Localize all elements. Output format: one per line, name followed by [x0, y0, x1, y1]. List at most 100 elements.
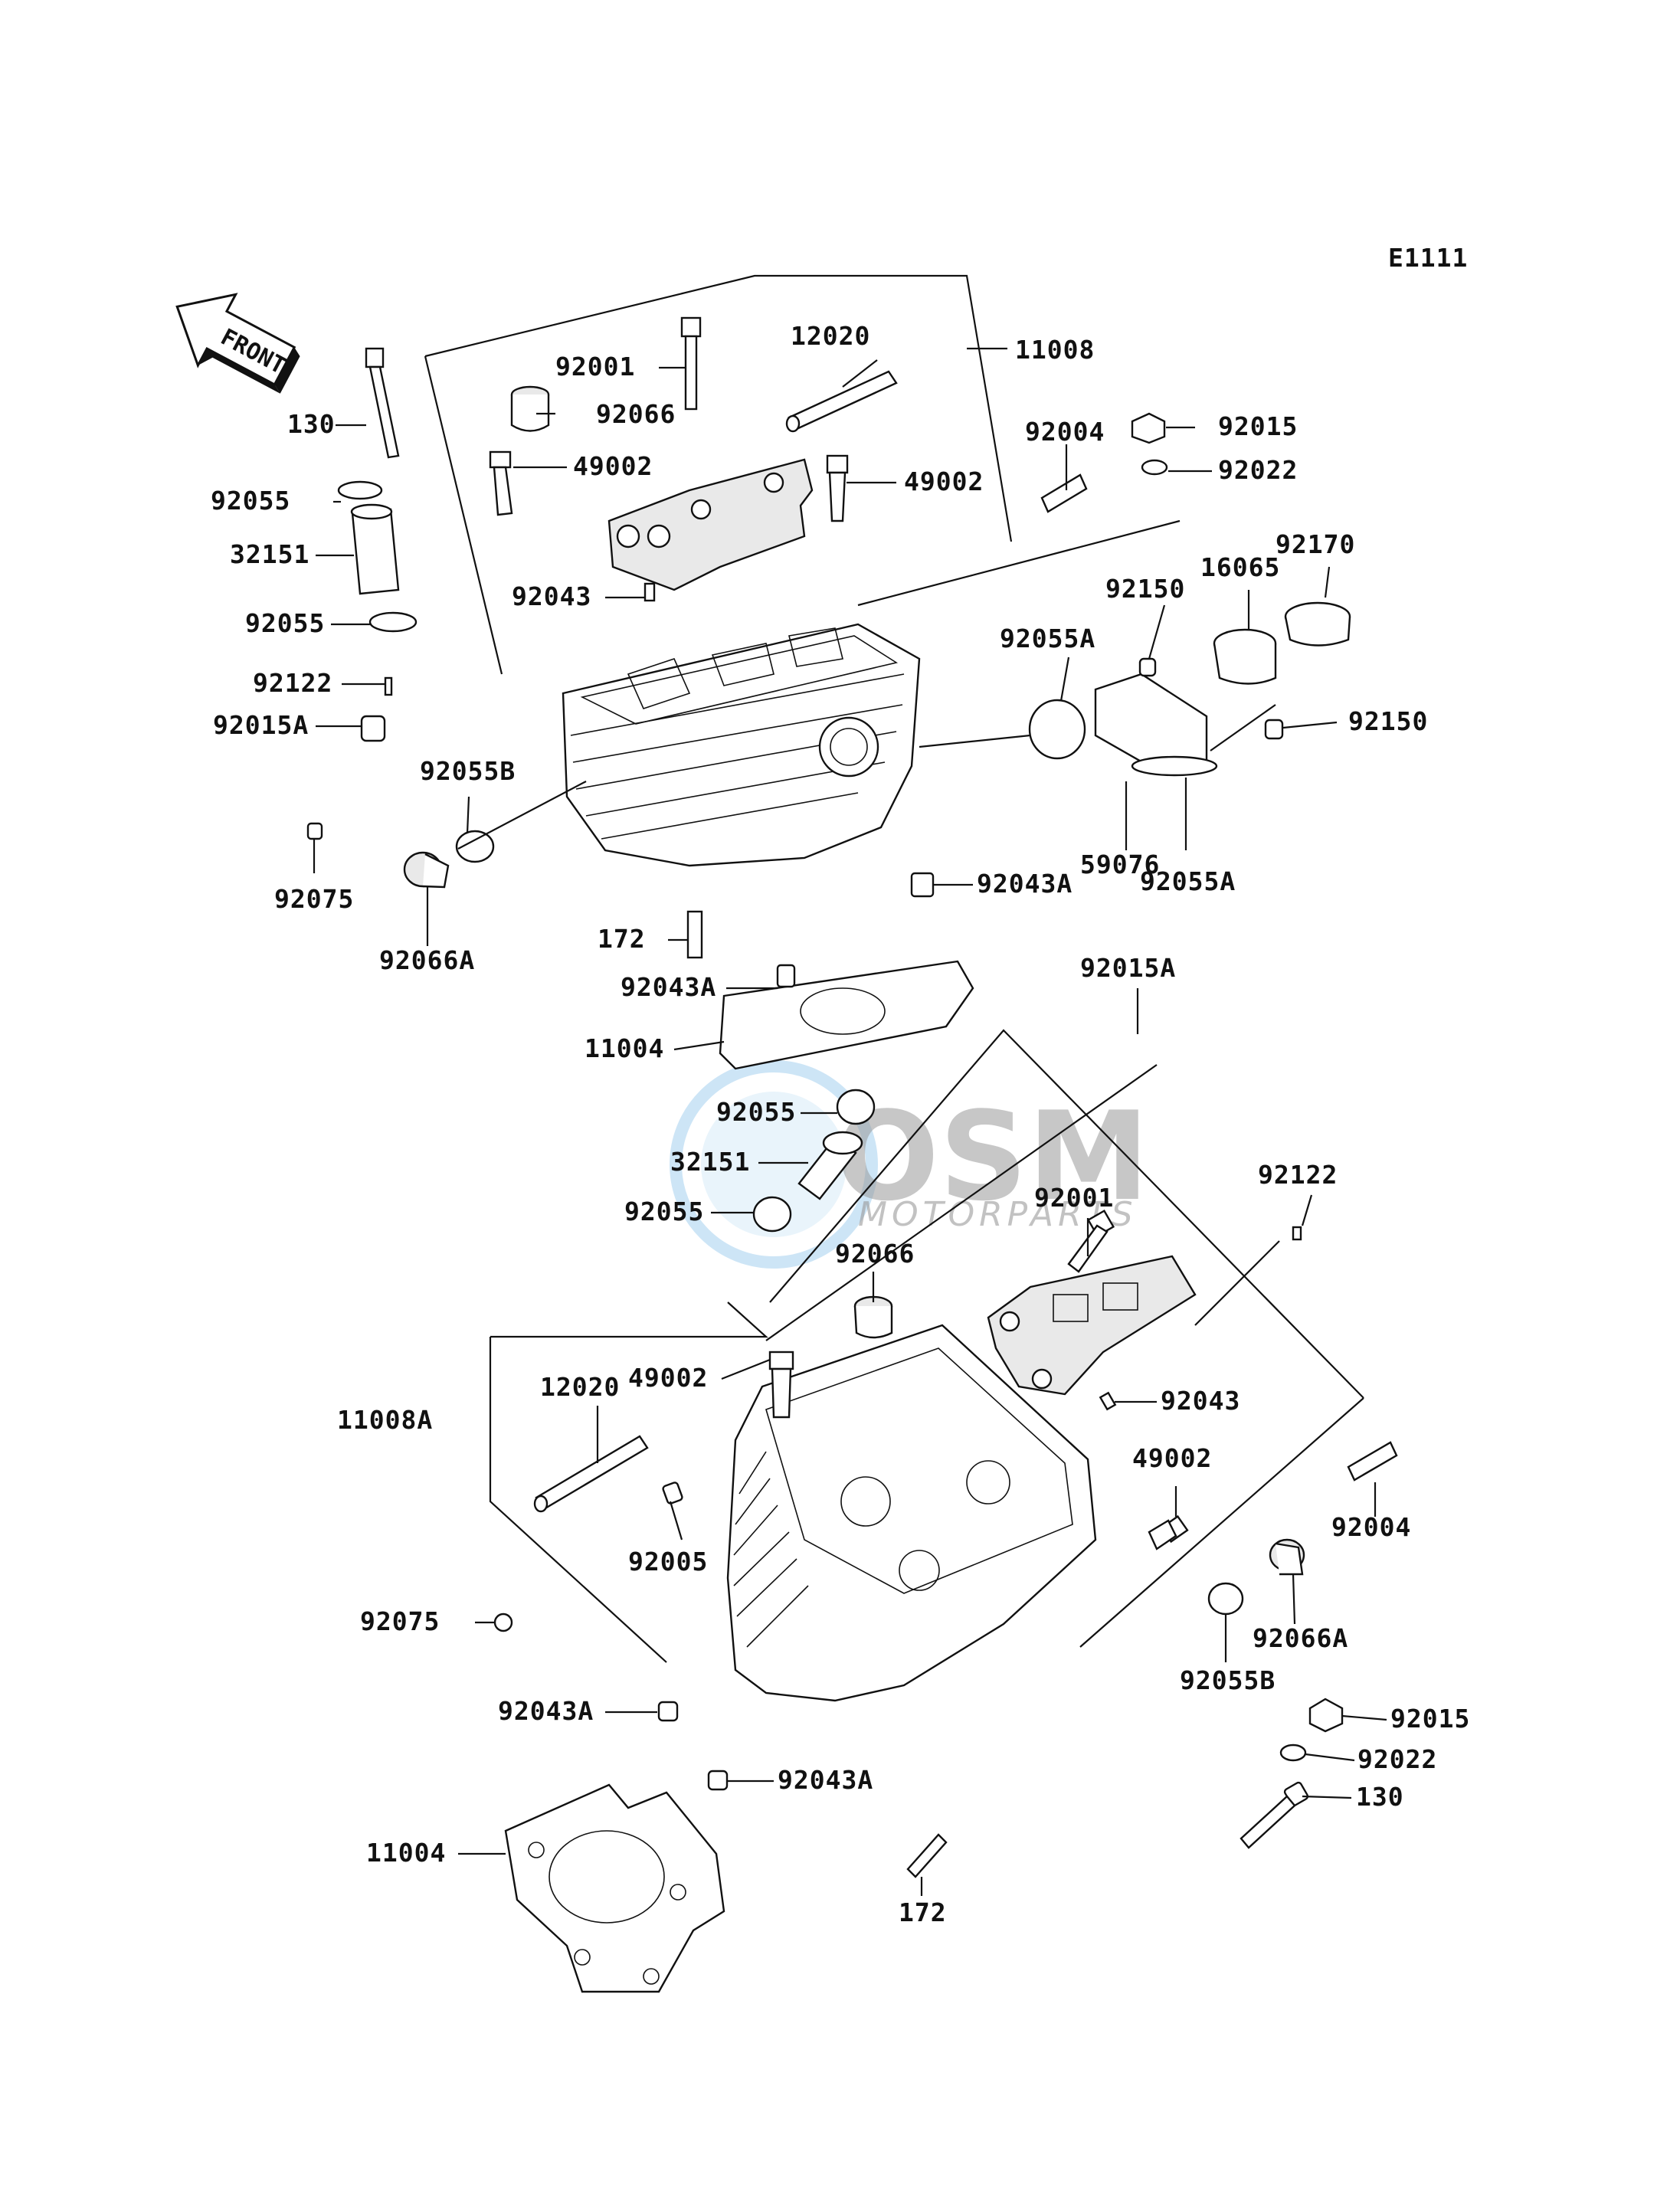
cam-holder [607, 458, 814, 591]
watermark-globe-icon [670, 1060, 878, 1269]
callout-92055-low: 92055 [624, 1197, 704, 1226]
front-arrow-icon: FRONT [175, 293, 300, 394]
sleeve-32151-mid-icon [797, 1131, 863, 1200]
callout-92055: 92055 [211, 486, 290, 516]
callout-92122: 92122 [253, 668, 332, 698]
callout-49002: 49002 [573, 451, 653, 481]
diagram-code: E1111 [1388, 243, 1468, 273]
nut-92015-icon [1131, 412, 1166, 444]
dowel-92043a-lower-icon [657, 1701, 679, 1722]
pin-92122-icon [384, 676, 393, 696]
dowel-92043a-upper-icon [776, 964, 796, 988]
callout-32151-mid: 32151 [670, 1147, 750, 1177]
watermark-brand: OSM [835, 1085, 1149, 1228]
stud-92004-icon [1040, 473, 1088, 513]
callout-11004-lower: 11004 [366, 1838, 446, 1868]
callout-92004: 92004 [1025, 417, 1105, 447]
plug-92066a-icon [403, 851, 450, 889]
bolt-130-icon [365, 347, 400, 459]
callout-92055a-lower: 92055A [1140, 866, 1236, 896]
washer-92022-icon [1141, 459, 1168, 476]
valve-49002-icon [489, 450, 513, 516]
callout-11008: 11008 [1015, 335, 1095, 365]
callout-92022-lower: 92022 [1357, 1744, 1437, 1774]
leader-lines [313, 359, 1387, 1896]
callout-92075-lower: 92075 [360, 1606, 440, 1636]
cam-holder-rear [987, 1255, 1197, 1396]
callout-92043: 92043 [512, 581, 591, 611]
callout-92055b: 92055 [245, 608, 325, 638]
callout-92043a-mid: 92043A [621, 972, 716, 1002]
callout-92043a-lower2: 92043A [778, 1765, 873, 1795]
callout-92001-lower: 92001 [1034, 1183, 1114, 1213]
nut-92015-lower-icon [1308, 1698, 1344, 1733]
callout-92001: 92001 [555, 352, 635, 381]
callout-92015a-mid: 92015A [1080, 953, 1176, 983]
cylinder-head-rear [726, 1324, 1097, 1702]
callout-92066a-lower: 92066A [1253, 1623, 1348, 1653]
callout-92015a: 92015A [213, 710, 309, 740]
plug-92075-lower-icon [493, 1613, 513, 1632]
callout-11008a: 11008A [337, 1405, 433, 1435]
callout-92150: 92150 [1105, 574, 1185, 604]
pin-92043-lower-icon [1099, 1391, 1117, 1411]
callout-49002b: 49002 [904, 467, 984, 496]
gasket-11004-upper [719, 960, 974, 1070]
rear-cylinder-head-group [489, 1029, 1398, 1993]
callout-16065: 16065 [1200, 552, 1280, 582]
bolt-92001-icon [680, 316, 702, 411]
callout-12020-lower: 12020 [540, 1372, 620, 1402]
oring-92055-mid-icon [836, 1089, 876, 1125]
callout-130: 130 [287, 409, 336, 439]
stud-172-lower-icon [906, 1833, 948, 1878]
oring-92055b-icon [368, 611, 418, 633]
callout-92015-lower: 92015 [1390, 1704, 1470, 1734]
shaft-12020-lower-icon [533, 1435, 649, 1513]
gasket-92055a-icon [1028, 699, 1086, 760]
watermark: OSM MOTORPARTS [670, 1060, 1149, 1269]
dowel-92043a-lower2-icon [707, 1770, 729, 1791]
gasket-11004-lower [504, 1783, 725, 1993]
callout-92122-lower: 92122 [1258, 1160, 1338, 1190]
fitting-92005-icon [662, 1482, 683, 1505]
callout-49002-lower2: 49002 [1132, 1443, 1212, 1473]
clamp-92170-icon [1284, 601, 1351, 647]
joint-16065-icon [1213, 628, 1277, 685]
callout-12020: 12020 [791, 321, 870, 351]
callout-92015: 92015 [1218, 411, 1298, 441]
callout-172-lower: 172 [899, 1897, 947, 1927]
callout-92055a: 92055A [1000, 624, 1095, 653]
pin-92043-icon [644, 582, 656, 602]
callout-92066-lower: 92066 [835, 1239, 915, 1269]
callout-130-lower: 130 [1356, 1782, 1404, 1812]
callout-172: 172 [598, 924, 646, 954]
screw-92150b-icon [1264, 719, 1284, 740]
callout-92022: 92022 [1218, 455, 1298, 485]
callout-labels: 12020 11008 92001 92066 130 49002 49002 … [211, 321, 1470, 1927]
oring-92055b-lower-icon [1207, 1582, 1244, 1616]
callout-92055b-lower: 92055B [1180, 1665, 1276, 1695]
collar-92015a-icon [360, 715, 386, 742]
callout-92055-mid: 92055 [716, 1097, 796, 1127]
callout-92075: 92075 [274, 884, 354, 914]
callout-11004: 11004 [585, 1033, 664, 1063]
callout-92004-lower: 92004 [1331, 1512, 1411, 1542]
sleeve-32151-icon [350, 503, 400, 595]
shaft-12020-icon [785, 370, 898, 433]
pin-92122-lower-icon [1292, 1226, 1302, 1241]
callout-92170: 92170 [1276, 529, 1355, 559]
callout-92066: 92066 [596, 399, 676, 429]
front-cylinder-head-group [306, 274, 1351, 1233]
callout-92043a: 92043A [977, 869, 1073, 899]
valve-49002-lower-icon [768, 1351, 794, 1419]
dowel-92043a-icon [910, 872, 935, 898]
bolt-130-lower-icon [1240, 1781, 1309, 1849]
stud-172-icon [686, 910, 703, 959]
cylinder-head-front [562, 623, 921, 867]
oring-92055b-front-icon [455, 830, 495, 863]
oring-92055-low-icon [752, 1196, 792, 1233]
callout-92055b-front: 92055B [420, 756, 516, 786]
callout-92005: 92005 [628, 1547, 708, 1577]
plug-92066a-lower-icon [1269, 1538, 1305, 1576]
